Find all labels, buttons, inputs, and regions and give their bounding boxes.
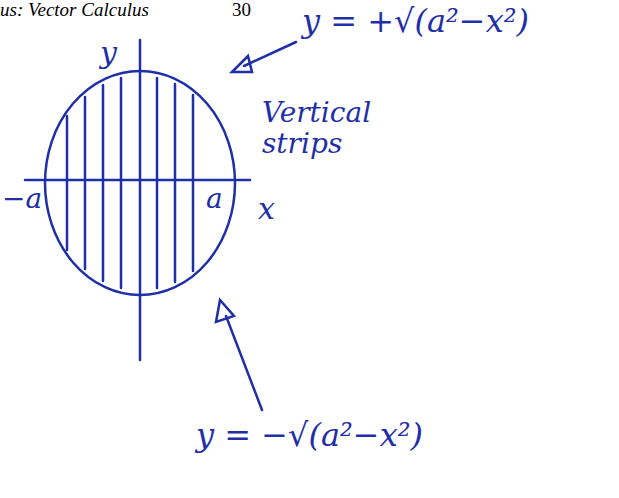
y-axis bbox=[139, 40, 142, 360]
vertical-strip bbox=[174, 84, 177, 282]
page-number: 30 bbox=[232, 0, 251, 21]
strip-note: Vertical strips bbox=[262, 98, 392, 160]
axis-label: a bbox=[206, 184, 223, 215]
x-axis bbox=[25, 179, 250, 182]
curve-label: y = −√(a²−x²) bbox=[196, 418, 423, 453]
axis-label: −a bbox=[2, 184, 42, 215]
vertical-strip bbox=[120, 78, 123, 288]
leader-arrow bbox=[244, 42, 296, 66]
curve-label: y = +√(a²−x²) bbox=[302, 4, 529, 39]
axis-label: y bbox=[100, 36, 117, 69]
arrow-head bbox=[232, 56, 252, 72]
vertical-strip bbox=[102, 85, 105, 281]
vertical-strip bbox=[192, 95, 195, 271]
leader-arrow bbox=[226, 316, 262, 410]
page-header: us: Vector Calculus bbox=[0, 0, 149, 21]
axis-label: x bbox=[258, 192, 275, 225]
arrow-head bbox=[216, 300, 234, 322]
vertical-strip bbox=[156, 78, 159, 288]
vertical-strip bbox=[66, 116, 69, 250]
vertical-strip bbox=[84, 97, 87, 269]
